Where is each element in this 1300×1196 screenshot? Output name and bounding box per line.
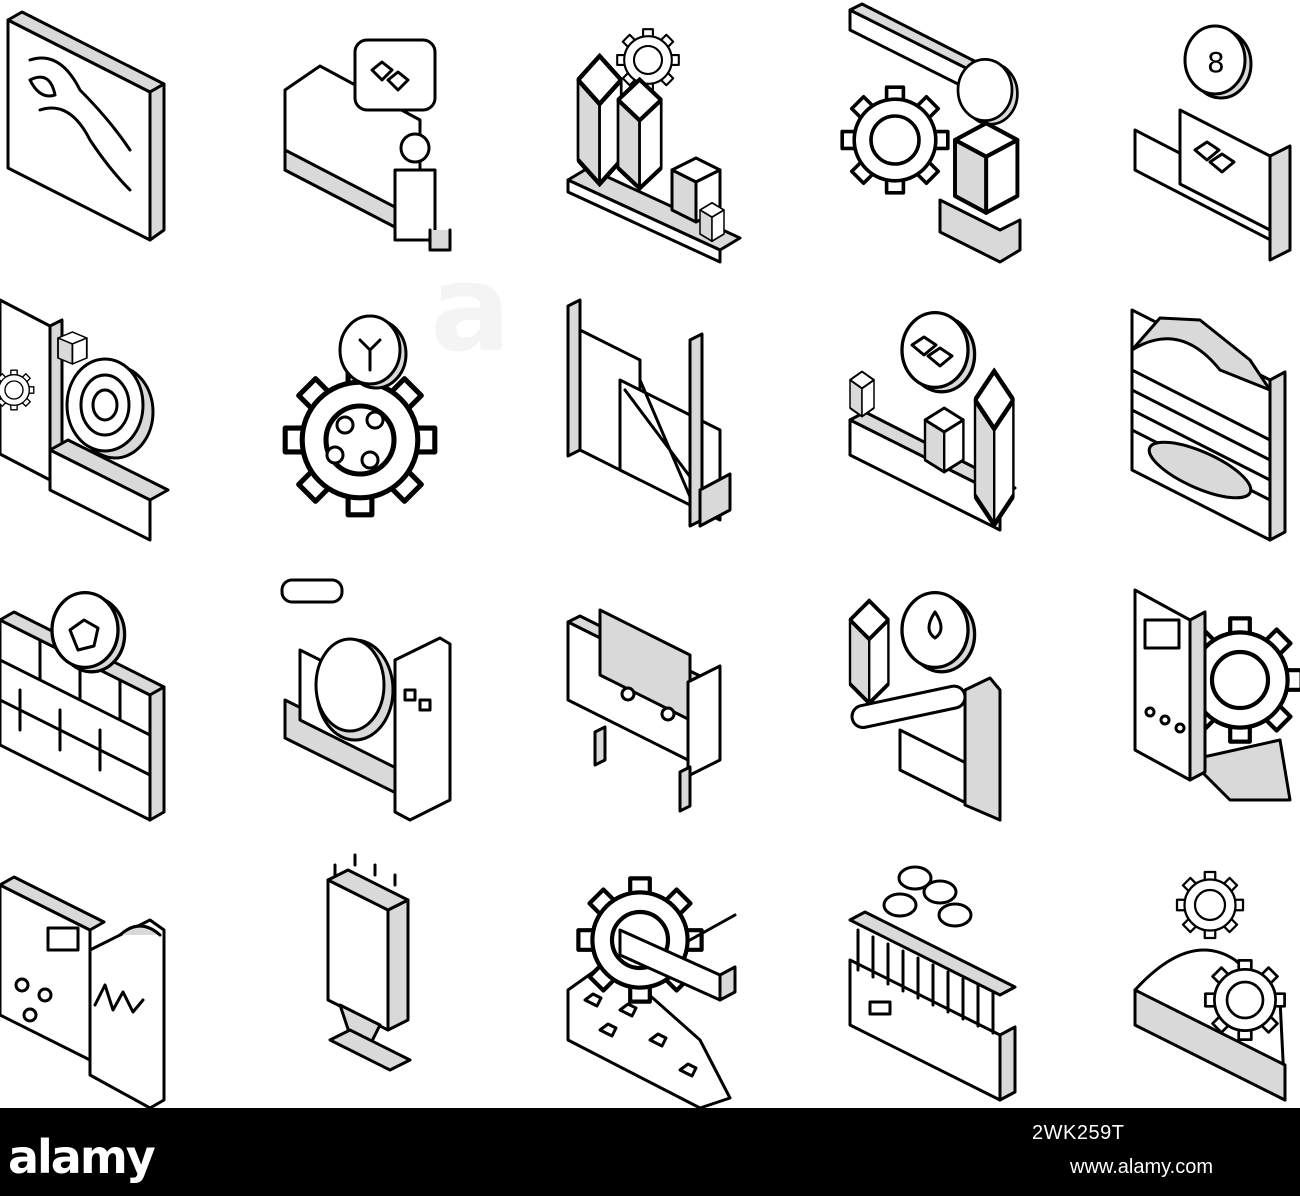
silo-tower-icon [326, 853, 412, 1072]
alamy-logo[interactable]: alamy [8, 1130, 156, 1184]
wrench-gear-icon [840, 2, 1022, 264]
processing-plant-icon [566, 28, 742, 264]
mining-engineer-icon [283, 38, 452, 252]
image-id-label: 2WK259T [1032, 1122, 1125, 1144]
mine-map-icon [6, 10, 166, 242]
gas-detector-icon [1133, 588, 1300, 802]
site-url-link[interactable]: www.alamy.com [1070, 1156, 1213, 1178]
stock-footer-bar: alamy 2WK259T www.alamy.com [0, 1108, 1300, 1196]
ore-pile-gear-icon [1133, 870, 1287, 1102]
ore-storage-icon [848, 865, 1017, 1102]
ore-crushing-gear-icon [566, 878, 737, 1108]
ore-sample-icon: 8 [1133, 24, 1292, 262]
crusher-machine-icon [280, 578, 452, 822]
seismograph-icon [0, 875, 166, 1108]
ore-wall-icon [0, 590, 166, 822]
svg-text:8: 8 [1207, 46, 1225, 79]
screening-machine-icon [566, 608, 722, 813]
gear-maintenance-icon [285, 314, 435, 515]
geological-layers-icon [1130, 308, 1287, 542]
oil-refinery-icon [850, 590, 1002, 822]
flotation-machine-icon [566, 298, 732, 528]
conveyor-drum-icon [0, 298, 170, 542]
ore-factory-icon [848, 310, 1015, 532]
icon-sheet: 8 [0, 2, 1300, 1108]
